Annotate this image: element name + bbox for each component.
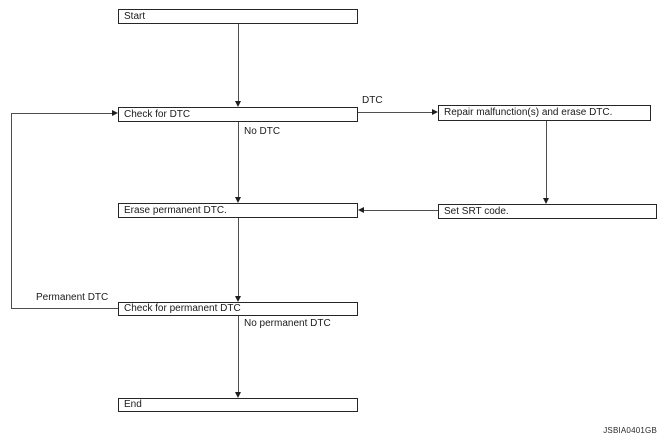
edge-erase-to-check-permanent [238, 218, 239, 296]
node-check-dtc: Check for DTC [118, 107, 358, 122]
arrowhead-right-icon [112, 110, 118, 116]
edge-set-srt-to-erase [364, 210, 438, 211]
arrowhead-down-icon [234, 197, 241, 203]
edge-label-dtc: DTC [362, 95, 383, 106]
node-erase-permanent-dtc: Erase permanent DTC. [118, 203, 358, 218]
edge-feedback-bottom [11, 308, 118, 309]
figure-code: JSBIA0401GB [603, 426, 657, 435]
node-start: Start [118, 9, 358, 24]
edge-label-permanent-dtc: Permanent DTC [36, 292, 109, 303]
edge-feedback-top [11, 113, 112, 114]
arrowhead-down-icon [234, 101, 241, 107]
edge-repair-to-set-srt [546, 121, 547, 198]
edge-feedback-vertical [11, 113, 12, 309]
node-set-srt-code: Set SRT code. [438, 204, 657, 219]
edge-check-permanent-to-end [238, 316, 239, 392]
arrowhead-down-icon [234, 296, 241, 302]
arrowhead-down-icon [234, 392, 241, 398]
node-check-permanent-dtc: Check for permanent DTC [118, 302, 358, 316]
edge-label-no-dtc: No DTC [244, 126, 281, 137]
node-end: End [118, 398, 358, 412]
arrowhead-left-icon [358, 207, 364, 213]
arrowhead-right-icon [432, 109, 438, 115]
edge-start-to-check-dtc [238, 24, 239, 101]
edge-label-no-permanent-dtc: No permanent DTC [244, 318, 331, 329]
node-repair-malfunction: Repair malfunction(s) and erase DTC. [438, 105, 651, 121]
edge-check-dtc-to-repair [358, 112, 432, 113]
arrowhead-down-icon [542, 198, 549, 204]
edge-check-dtc-to-erase [238, 122, 239, 197]
